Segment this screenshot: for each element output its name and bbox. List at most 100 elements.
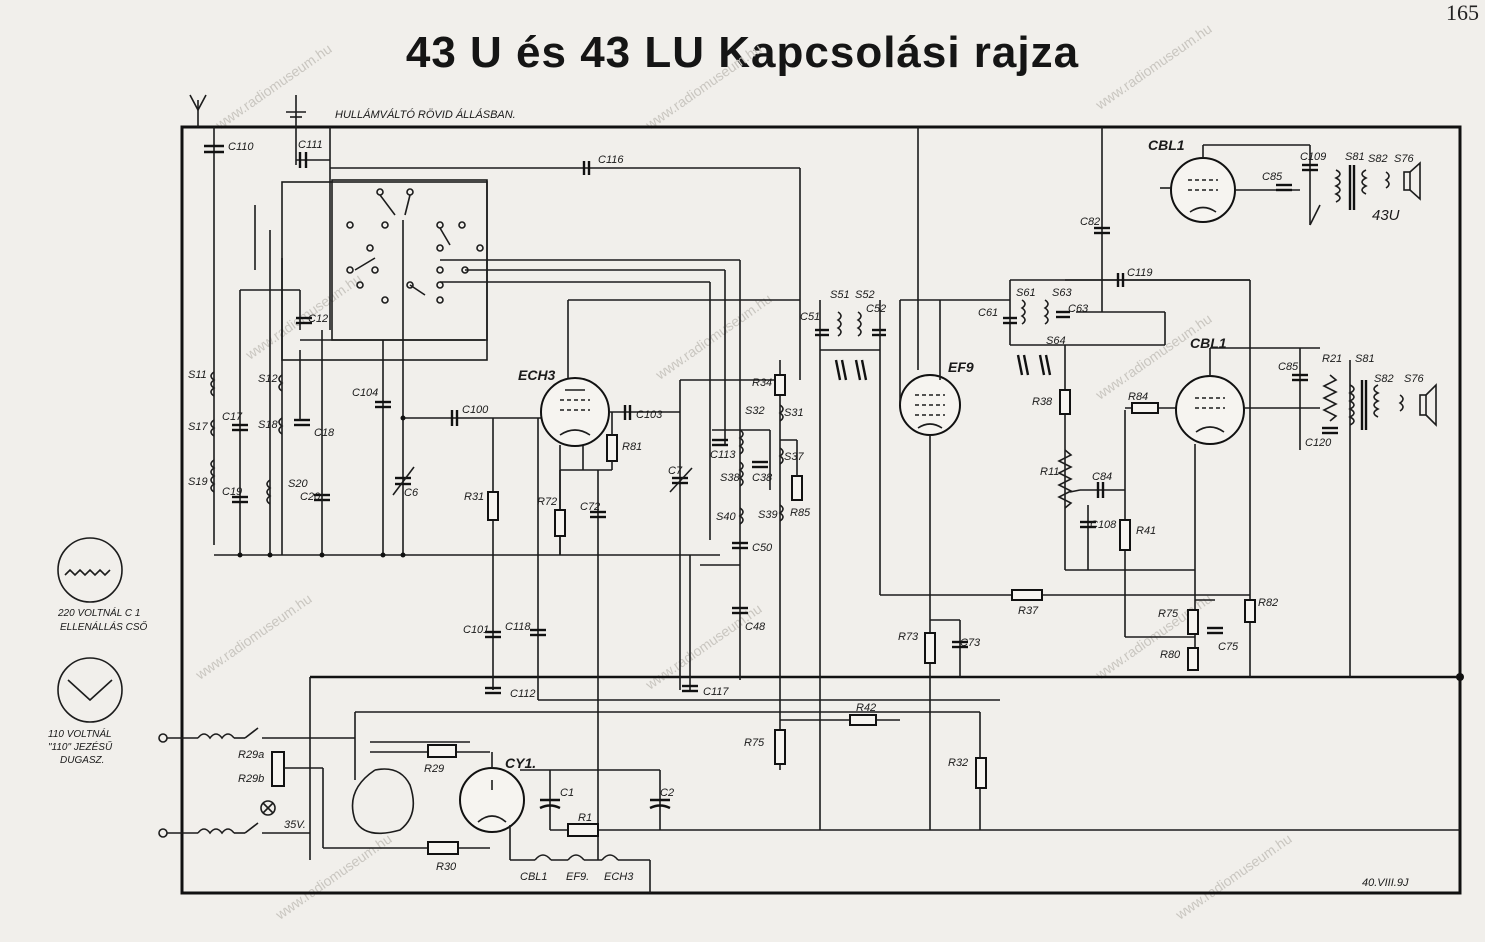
label-s20: S20 — [288, 478, 308, 490]
resistor-r37 — [1011, 589, 1043, 601]
label-r30: R30 — [436, 861, 457, 873]
label-lamp: 35V. — [284, 819, 306, 831]
capacitor-c38 — [752, 460, 768, 469]
label-s64: S64 — [1046, 335, 1066, 347]
label-r31: R31 — [464, 491, 484, 503]
switch — [1309, 204, 1321, 226]
label-c112: C112 — [510, 688, 535, 700]
label-r21: R21 — [1322, 353, 1342, 365]
label-s39: S39 — [758, 509, 778, 521]
label-s63: S63 — [1052, 287, 1072, 299]
label-heater-ech3: ECH3 — [604, 871, 634, 883]
resistor-r32 — [975, 757, 987, 789]
label-r80: R80 — [1160, 649, 1181, 661]
potentiometer-r11 — [1057, 449, 1081, 509]
capacitor-c1 — [539, 798, 561, 810]
resistor-r29ab — [271, 751, 285, 787]
coil-s32 — [738, 429, 744, 455]
capacitor-c120 — [1322, 426, 1338, 435]
capacitor-c19 — [232, 495, 248, 504]
capacitor-c85-top — [1276, 183, 1292, 192]
capacitor-c73 — [952, 640, 968, 649]
watermark: www.radiomuseum.hu — [212, 40, 335, 133]
label-c75: C75 — [1218, 641, 1239, 653]
capacitor-c82 — [1094, 226, 1110, 235]
coil-s31 — [778, 404, 784, 422]
watermark: www.radiomuseum.hu — [642, 600, 765, 693]
label-s52: S52 — [855, 289, 875, 301]
coil-s38 — [738, 461, 744, 487]
capacitor-c61 — [1003, 316, 1017, 325]
label-s40: S40 — [716, 511, 736, 523]
label-r81: R81 — [622, 441, 642, 453]
resistor-r1 — [567, 823, 599, 837]
label-s18: S18 — [258, 419, 278, 431]
label-s37: S37 — [784, 451, 804, 463]
label-c19: C19 — [222, 486, 242, 498]
junction-dot — [400, 415, 406, 421]
capacitor-c85 — [1292, 373, 1308, 382]
resistor-r75a — [1187, 609, 1199, 635]
watermark: www.radiomuseum.hu — [192, 590, 315, 683]
mains-choke — [197, 733, 235, 835]
label-ef9: EF9 — [948, 359, 974, 375]
label-r84: R84 — [1128, 391, 1148, 403]
resistor-r41 — [1119, 519, 1131, 551]
capacitor-c112 — [485, 686, 501, 695]
coil-s51 — [836, 311, 842, 337]
coil-s17 — [210, 419, 216, 437]
label-r29: R29 — [424, 763, 444, 775]
watermark: www.radiomuseum.hu — [642, 40, 765, 133]
watermark: www.radiomuseum.hu — [1092, 20, 1215, 113]
label-r11: R11 — [1040, 466, 1059, 478]
resistor-r42 — [849, 714, 877, 726]
coil-s37 — [778, 447, 784, 465]
label-heater-cbl1: CBL1 — [520, 871, 548, 883]
switch-position-note: HULLÁMVÁLTÓ RÖVID ÁLLÁSBAN. — [335, 108, 516, 121]
coil-s12 — [278, 374, 284, 392]
speaker-icon — [1398, 383, 1437, 427]
watermark: www.radiomuseum.hu — [242, 270, 365, 363]
label-c18: C18 — [314, 427, 335, 439]
coil-s63 — [1043, 299, 1049, 325]
plug-note: 110 VOLTNÁL — [48, 727, 112, 740]
capacitor-c18 — [294, 418, 310, 427]
label-r73: R73 — [898, 631, 919, 643]
mains-terminal — [158, 733, 168, 743]
label-s81: S81 — [1355, 353, 1375, 365]
label-s81-top: S81 — [1345, 151, 1365, 163]
label-s76-top: S76 — [1394, 153, 1414, 165]
label-c48: C48 — [745, 621, 766, 633]
label-c50: C50 — [752, 542, 773, 554]
mains-terminal — [158, 828, 168, 838]
label-c118: C118 — [505, 621, 531, 633]
tube-cy1 — [459, 767, 525, 833]
coil-s40 — [738, 507, 744, 525]
resistor-tube-note: 220 VOLTNÁL C 1 — [57, 606, 140, 619]
resistor-r75 — [774, 729, 786, 765]
junction-dot — [319, 552, 325, 558]
label-s32: S32 — [745, 405, 765, 417]
label-c72: C72 — [580, 501, 600, 513]
label-c63: C63 — [1068, 303, 1089, 315]
trimmer-capacitors — [1016, 354, 1052, 376]
label-c52: C52 — [866, 303, 886, 315]
capacitor-c117 — [682, 684, 698, 693]
capacitor-c48 — [732, 606, 748, 615]
label-s19: S19 — [188, 476, 208, 488]
capacitor-c104 — [375, 400, 391, 409]
tube-ef9 — [899, 374, 961, 436]
label-heater-ef9: EF9. — [566, 871, 589, 883]
capacitor-c84 — [1096, 482, 1105, 498]
power-switch — [244, 727, 259, 739]
label-c109: C109 — [1300, 151, 1326, 163]
label-c2: C2 — [660, 787, 674, 799]
resistor-r38 — [1059, 389, 1071, 415]
capacitor-c12 — [296, 316, 312, 325]
output-transformer-43u — [1334, 165, 1368, 210]
label-c103: C103 — [636, 409, 663, 421]
label-c108: C108 — [1090, 519, 1117, 531]
label-s82-top: S82 — [1368, 153, 1388, 165]
label-c84: C84 — [1092, 471, 1112, 483]
